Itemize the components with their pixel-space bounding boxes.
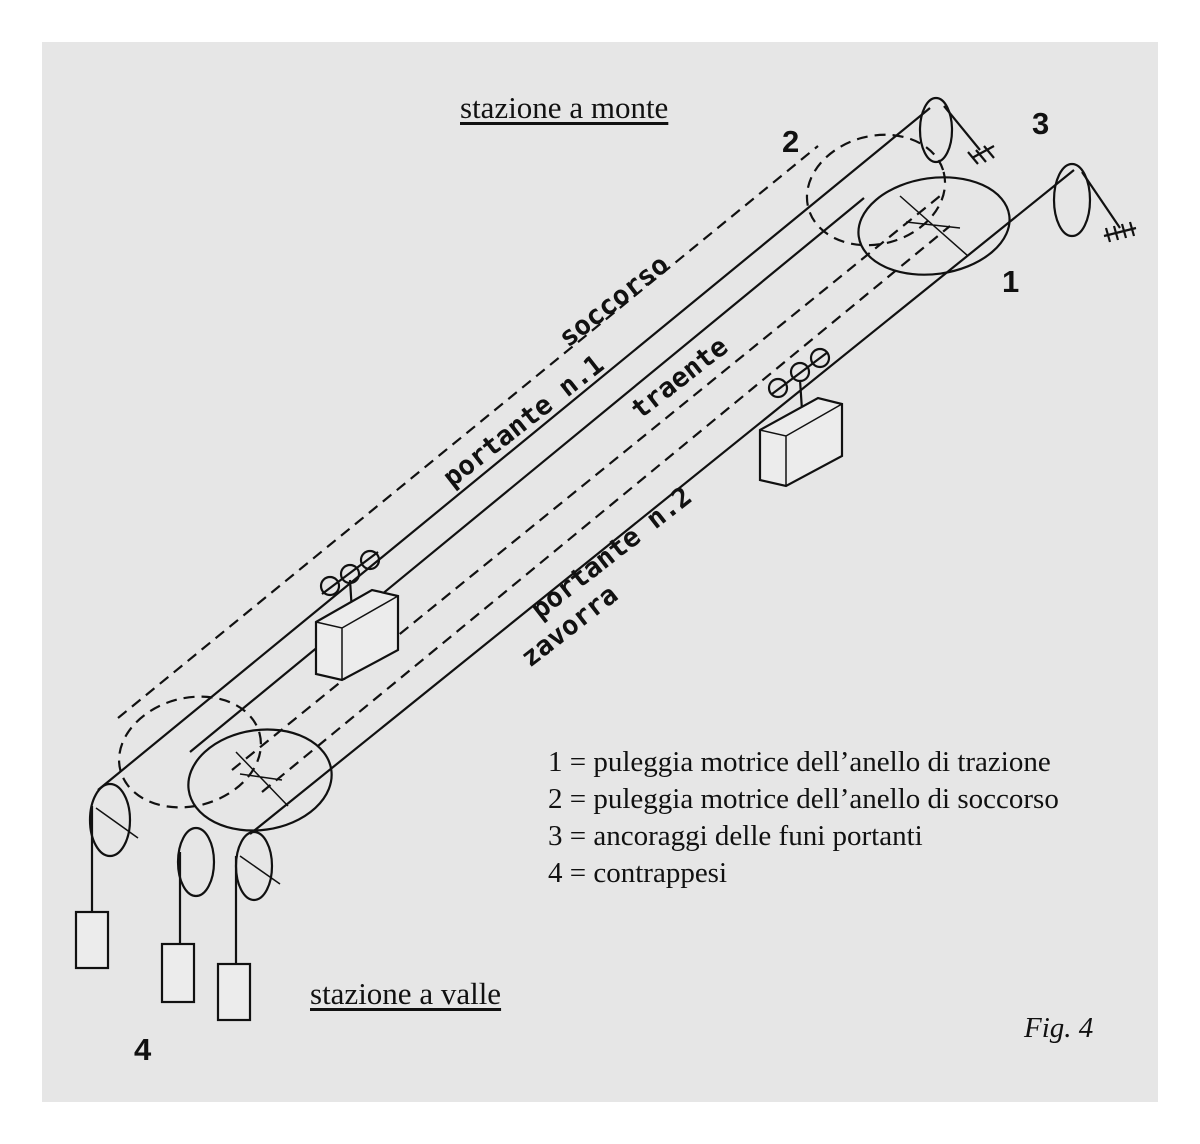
anchor-rope-1	[943, 105, 981, 151]
anchor-rope-2	[1081, 171, 1121, 229]
anchor-pulley-2-upper	[1052, 162, 1092, 238]
rope-label-portante-1: portante n.1	[437, 349, 610, 494]
drive-pulley-lower	[187, 728, 333, 832]
traction-rope-upper-branch	[189, 197, 865, 753]
cabin-1-wheel	[359, 549, 381, 571]
number-label-3: 3	[1032, 106, 1050, 141]
anchor-pulley-1-upper	[918, 96, 954, 164]
cabin-1-wheel	[319, 575, 341, 597]
figure-label: Fig. 4	[1024, 1012, 1094, 1044]
counterweight-pulley-2	[176, 826, 216, 898]
counterweight-1	[74, 910, 110, 970]
upper-station-title: stazione a monte	[460, 90, 669, 125]
pulley-axis-upper	[899, 195, 969, 257]
anchor-point-1	[967, 145, 995, 165]
drive-pulley-upper	[857, 176, 1011, 276]
cabin-2	[758, 347, 844, 488]
cabin-2-body	[758, 396, 844, 488]
number-label-1: 1	[1002, 264, 1020, 299]
legend-item-3: 3 = ancoraggi delle funi portanti	[548, 820, 923, 852]
cabin-2-wheel	[767, 377, 789, 399]
rescue-rope-lower-branch	[231, 195, 941, 771]
legend-item-4: 4 = contrappesi	[548, 857, 728, 889]
carrying-rope-2-line	[249, 169, 1075, 835]
cabin-2-edge	[759, 403, 843, 486]
counterweight-2	[160, 942, 196, 1004]
rope-label-soccorso: soccorso	[553, 249, 675, 353]
counterweight-pulley-1	[88, 782, 132, 858]
counterweight-3	[216, 962, 252, 1022]
legend-item-2: 2 = puleggia motrice dell’anello di socc…	[548, 783, 1059, 815]
counterweight-pulley-3-axis	[239, 855, 281, 885]
pulley-axis-lower	[235, 751, 289, 807]
rescue-pulley-upper	[805, 133, 947, 247]
cabin-1-body	[314, 588, 400, 682]
lower-station-title: stazione a valle	[310, 976, 502, 1011]
anchor-point-2	[1103, 221, 1137, 243]
legend: 1 = puleggia motrice dell’anello di traz…	[548, 744, 1059, 892]
cabin-1-edge	[315, 595, 399, 680]
legend-item-1: 1 = puleggia motrice dell’anello di traz…	[548, 746, 1051, 778]
carrying-rope-1-line	[97, 107, 931, 791]
traction-rope-lower-branch	[261, 225, 951, 793]
cabin-2-hanger	[771, 351, 829, 411]
traction-rope-loop	[187, 176, 1011, 832]
counterweight-pulley-1-axis	[95, 807, 139, 839]
number-label-2: 2	[782, 124, 800, 159]
carrying-rope-2	[160, 162, 1137, 1022]
carrying-rope-1	[74, 96, 995, 970]
figure-panel	[42, 42, 1158, 1102]
cabin-2-wheel	[809, 347, 831, 369]
cabin-1	[314, 549, 400, 682]
rescue-rope-upper-branch	[117, 145, 819, 719]
number-label-4: 4	[134, 1032, 152, 1067]
